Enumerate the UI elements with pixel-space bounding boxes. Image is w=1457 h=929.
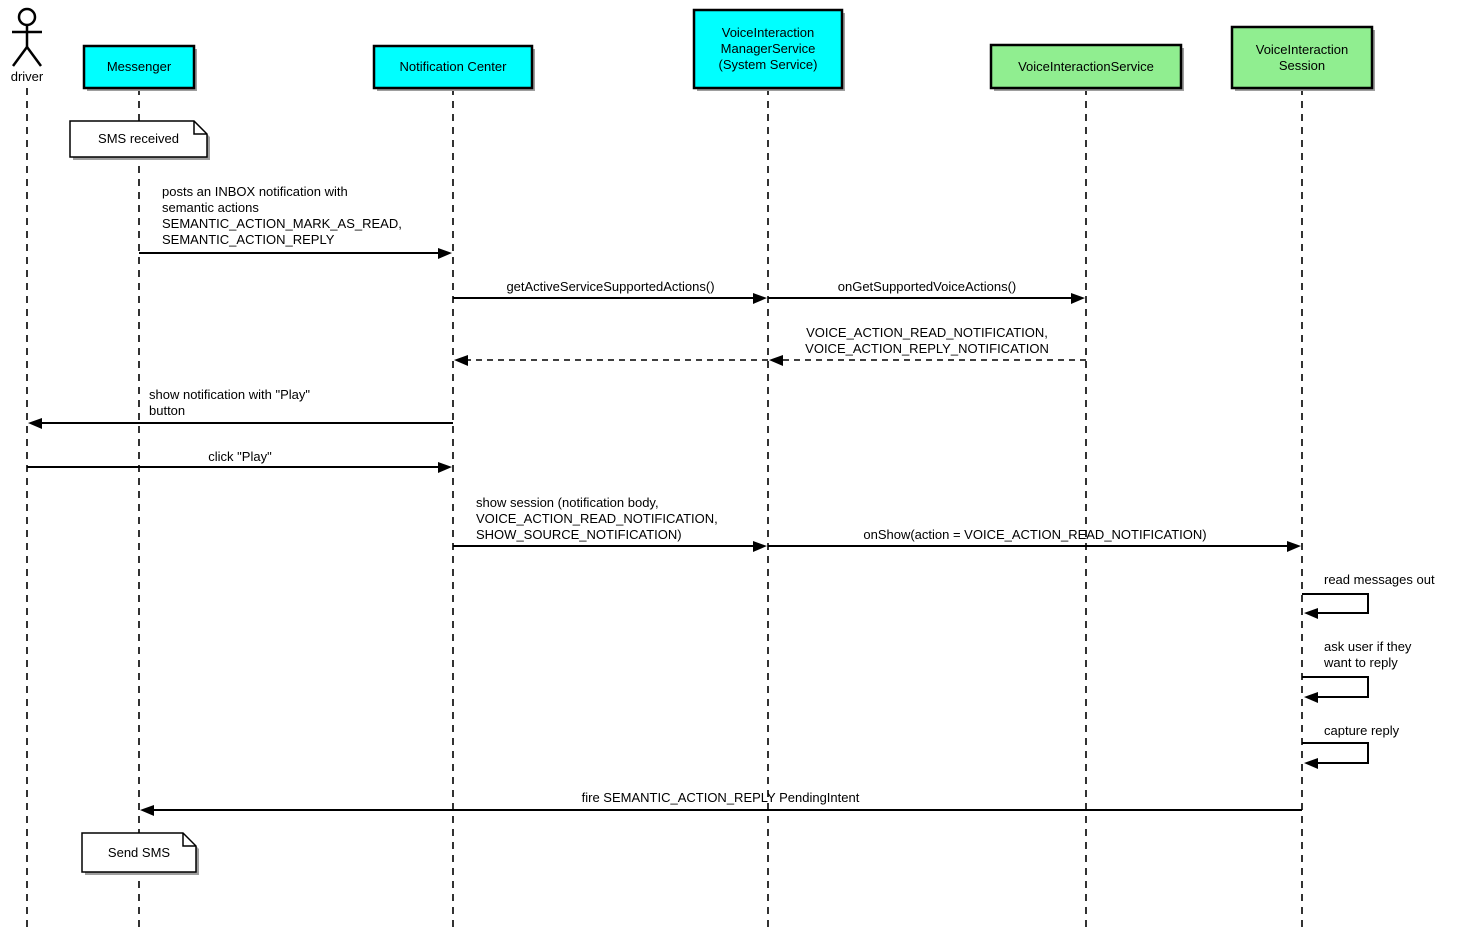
note-sms-received-text: SMS received bbox=[98, 131, 179, 146]
arrowhead-right-icon bbox=[753, 293, 767, 304]
participant-label-voiceinteractionservice: VoiceInteractionService bbox=[1018, 58, 1154, 74]
message-arrows bbox=[27, 252, 1302, 811]
arrowhead-left-icon bbox=[140, 805, 154, 816]
arrowhead-left-icon bbox=[28, 418, 42, 429]
participant-box-voiceinteraction-session bbox=[1230, 25, 1374, 90]
return-arrowheads bbox=[454, 355, 783, 366]
arrowhead-left-icon bbox=[1304, 608, 1318, 619]
participant-boxes bbox=[82, 8, 1374, 90]
arrowhead-left-icon bbox=[769, 355, 783, 366]
self-message-loops bbox=[1302, 593, 1369, 764]
note-sms-received-fold-icon bbox=[193, 121, 207, 135]
lifelines bbox=[26, 88, 1303, 929]
message-label-on-show: onShow(action = VOICE_ACTION_READ_NOTIFI… bbox=[863, 527, 1207, 542]
message-label-click-play: click "Play" bbox=[208, 449, 272, 464]
message-label-voice-actions-return: VOICE_ACTION_READ_NOTIFICATION, VOICE_AC… bbox=[805, 325, 1049, 356]
arrowhead-right-icon bbox=[438, 248, 452, 259]
message-label-show-notification: show notification with "Play" button bbox=[149, 387, 310, 418]
message-label-capture-reply: capture reply bbox=[1324, 723, 1400, 738]
actor-driver-icon bbox=[11, 7, 43, 67]
participant-label-voiceinteraction-managerservice: VoiceInteraction ManagerService (System … bbox=[718, 25, 818, 72]
message-label-show-session: show session (notification body, VOICE_A… bbox=[476, 495, 718, 542]
message-arrowheads bbox=[28, 248, 1301, 816]
participant-box-voiceinteraction-managerservice bbox=[692, 8, 844, 90]
self-loop-capture-reply bbox=[1302, 742, 1369, 764]
participant-label-messenger: Messenger bbox=[106, 59, 172, 74]
arrowhead-left-icon bbox=[1304, 758, 1318, 769]
arrowhead-right-icon bbox=[1071, 293, 1085, 304]
arrowhead-left-icon bbox=[454, 355, 468, 366]
note-send-sms-fold-icon bbox=[182, 833, 196, 847]
message-label-on-get-supported-voice-actions: onGetSupportedVoiceActions() bbox=[837, 279, 1017, 294]
participant-box-messenger bbox=[82, 44, 196, 90]
participant-label-voiceinteraction-session: VoiceInteraction Session bbox=[1255, 41, 1349, 73]
arrowhead-right-icon bbox=[1287, 541, 1301, 552]
message-label-get-active-service-supported-actions: getActiveServiceSupportedActions() bbox=[506, 279, 715, 294]
note-sms-received-shape bbox=[69, 120, 208, 158]
arrowhead-left-icon bbox=[1304, 692, 1318, 703]
message-label-posts-inbox-notification: posts an INBOX notification with semanti… bbox=[162, 184, 402, 247]
note-send-sms-shape bbox=[81, 832, 197, 873]
self-loop-read-messages bbox=[1302, 593, 1369, 614]
participant-box-notification-center bbox=[372, 44, 534, 90]
arrowhead-right-icon bbox=[753, 541, 767, 552]
participant-label-notification-center: Notification Center bbox=[399, 59, 507, 74]
notes bbox=[69, 120, 208, 873]
message-label-read-messages-out: read messages out bbox=[1324, 572, 1435, 587]
box-shadows bbox=[73, 13, 1375, 875]
note-send-sms-text: Send SMS bbox=[107, 844, 171, 860]
actor-driver-label: driver bbox=[10, 69, 44, 84]
arrowhead-right-icon bbox=[438, 462, 452, 473]
self-loop-arrowheads bbox=[1304, 608, 1318, 769]
self-loop-ask-user bbox=[1302, 676, 1369, 698]
message-label-fire-pending-intent: fire SEMANTIC_ACTION_REPLY PendingIntent bbox=[581, 790, 860, 805]
message-label-ask-user-reply: ask user if they want to reply bbox=[1324, 639, 1412, 670]
participant-box-voiceinteractionservice bbox=[989, 43, 1183, 90]
